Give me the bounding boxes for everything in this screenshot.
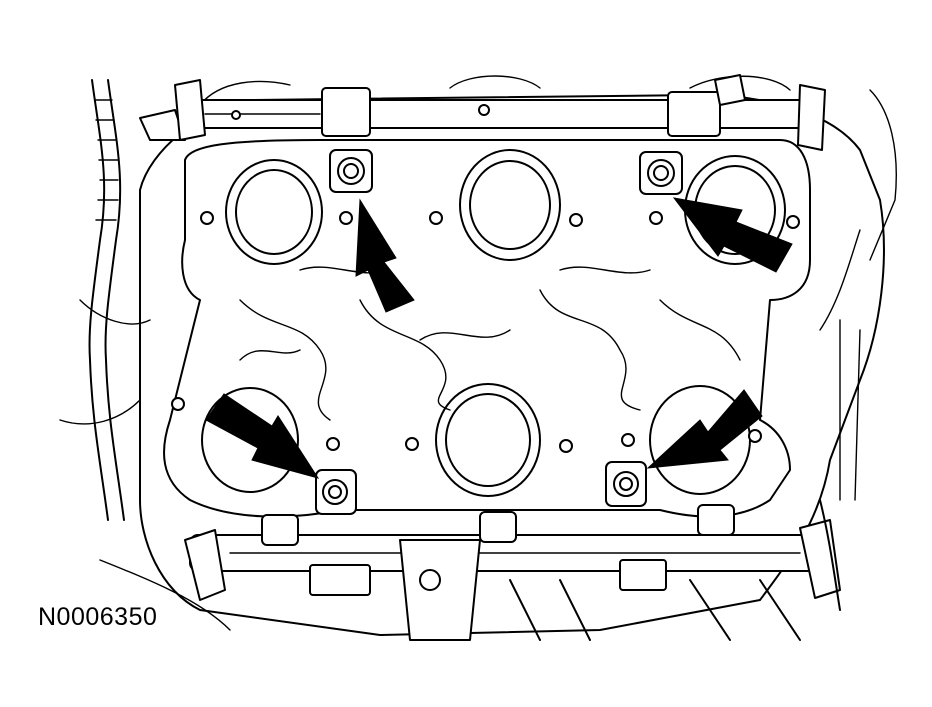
intake-gasket [163,139,811,518]
bolt-upper-left [329,149,373,193]
lower-fuel-rail [184,499,841,641]
wiring-harness [59,79,231,631]
upper-fuel-rail [139,74,826,151]
bolt-upper-right [639,151,683,195]
arrow-upper-left-bolt [355,198,415,313]
bolts [315,149,683,515]
arrow-upper-right-bolt [672,197,793,273]
arrow-lower-right-bolt [646,389,763,469]
callout-arrows [205,197,793,479]
bolt-lower-right [605,461,647,507]
arrow-lower-left-bolt [205,393,320,479]
bolt-lower-left [315,469,357,515]
figure-id-label: N0006350 [38,603,158,631]
